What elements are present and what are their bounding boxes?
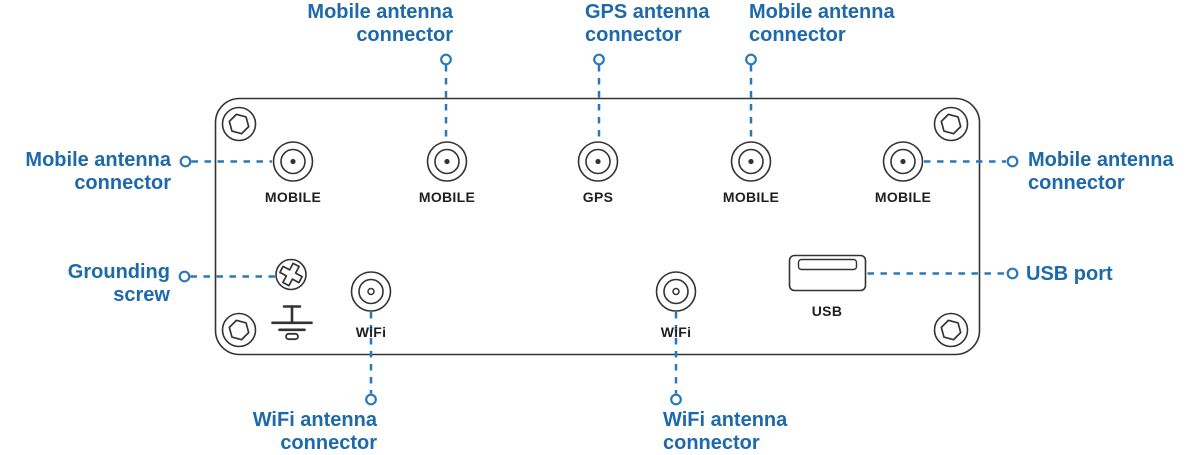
port-label-usb: USB (811, 303, 843, 319)
wifi-antenna-connector-2-icon (655, 271, 697, 312)
endpoint-wifi-mid (670, 393, 682, 406)
ground-symbol-icon (271, 305, 313, 341)
callout-line: connector (1028, 172, 1125, 194)
port-label-wifi-1: WiFi (355, 324, 387, 340)
port-label-mobile-1: MOBILE (264, 189, 322, 205)
callout-line: Mobile antenna (25, 149, 171, 171)
port-label-mobile-2: MOBILE (418, 189, 476, 205)
hex-bolt-bottom-left-icon (221, 312, 257, 348)
callout-line: Mobile antenna (307, 1, 453, 23)
callout-line: connector (585, 24, 682, 46)
callout-top-mobile: Mobile antenna connector (307, 1, 453, 47)
endpoint-top-mobile (440, 53, 452, 66)
device-panel-outline (214, 97, 981, 356)
endpoint-wifi-left (365, 393, 377, 406)
wifi-antenna-connector-1-icon (350, 271, 392, 312)
callout-line: USB port (1026, 263, 1113, 285)
mobile-antenna-connector-1-icon (272, 141, 314, 182)
gps-antenna-connector-icon (577, 141, 619, 182)
endpoint-top-mobile-right (745, 53, 757, 66)
callout-line: Mobile antenna (1028, 149, 1174, 171)
mobile-antenna-connector-4-icon (882, 141, 924, 182)
port-label-mobile-3: MOBILE (722, 189, 780, 205)
endpoint-left-mobile (179, 155, 192, 168)
callout-top-gps: GPS antenna connector (585, 1, 709, 47)
endpoint-right-mobile (1006, 155, 1019, 168)
callout-line: connector (356, 24, 453, 46)
hex-bolt-top-right-icon (933, 106, 969, 142)
callout-wifi-mid: WiFi antenna connector (663, 409, 787, 455)
callout-line: connector (663, 432, 760, 454)
hex-bolt-top-left-icon (221, 106, 257, 142)
callout-line: screw (113, 284, 170, 306)
hex-bolt-bottom-right-icon (933, 312, 969, 348)
callout-line: WiFi antenna (252, 409, 377, 431)
callout-line: connector (749, 24, 846, 46)
callout-usb-port: USB port (1026, 263, 1113, 286)
callout-wifi-left: WiFi antenna connector (253, 409, 377, 455)
callout-line: GPS antenna (585, 1, 710, 23)
port-label-mobile-4: MOBILE (874, 189, 932, 205)
callout-line: connector (280, 432, 377, 454)
port-label-wifi-2: WiFi (660, 324, 692, 340)
grounding-screw-icon (275, 258, 307, 291)
mobile-antenna-connector-2-icon (426, 141, 468, 182)
endpoint-usb (1006, 267, 1019, 280)
callout-line: Grounding (67, 261, 170, 283)
mobile-antenna-connector-3-icon (730, 141, 772, 182)
port-label-gps: GPS (582, 189, 614, 205)
callout-left-mobile: Mobile antenna connector (25, 149, 171, 195)
callout-endpoint-dots (178, 53, 1019, 406)
callout-line: Mobile antenna (749, 1, 895, 23)
callout-line: WiFi antenna (663, 409, 788, 431)
endpoint-top-gps (593, 53, 605, 66)
callout-grounding: Grounding screw (68, 261, 170, 307)
callout-right-mobile: Mobile antenna connector (1028, 149, 1174, 195)
callout-top-mobile-right: Mobile antenna connector (749, 1, 895, 47)
callout-line: connector (74, 172, 171, 194)
usb-port-icon (788, 254, 867, 292)
callout-leader-lines (190, 65, 1006, 394)
endpoint-grounding (178, 270, 191, 283)
